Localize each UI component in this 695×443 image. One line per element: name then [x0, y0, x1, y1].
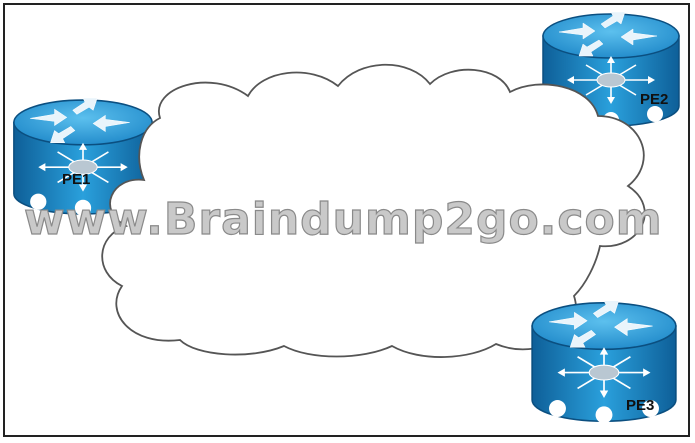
router-pe3-label: PE3 [626, 397, 654, 414]
watermark-text: www.Braindump2go.com [24, 194, 663, 245]
router-pe1-label: PE1 [62, 171, 90, 188]
router-pe3: PE3 [532, 301, 676, 424]
router-pe2-label: PE2 [640, 91, 668, 108]
